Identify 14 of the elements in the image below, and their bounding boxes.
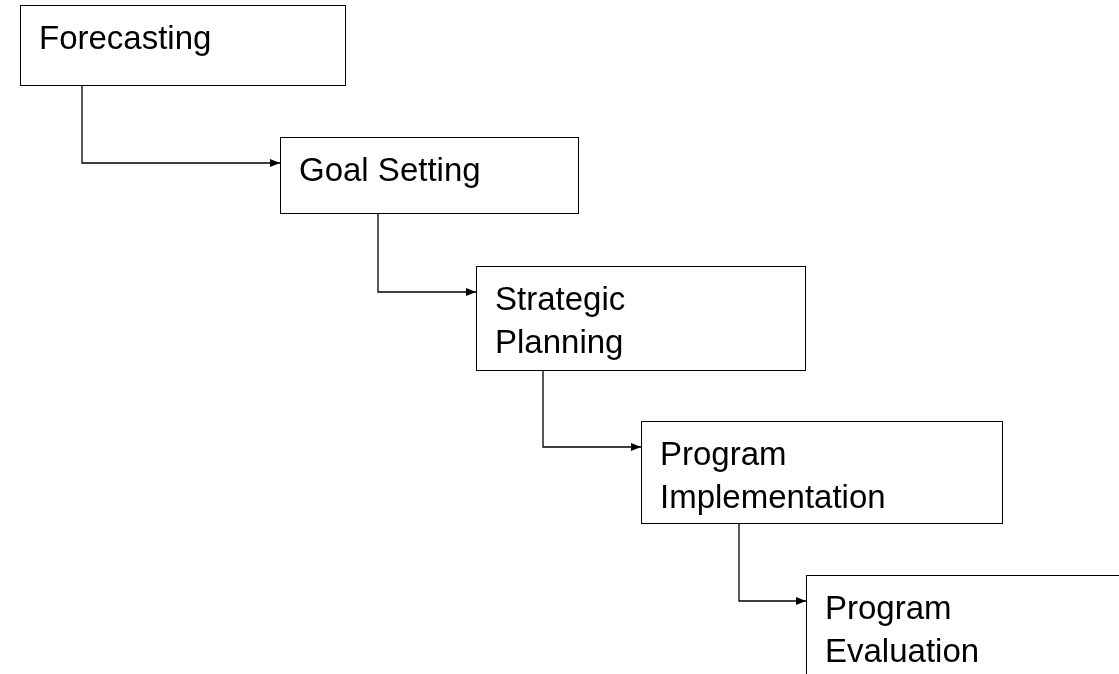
process-box xyxy=(20,5,346,86)
step-label: Program Implementation xyxy=(660,434,887,517)
process-box xyxy=(806,575,1119,674)
step-label: Program Evaluation xyxy=(825,588,981,671)
arrow xyxy=(81,85,281,167)
process-box xyxy=(476,266,806,371)
process-box xyxy=(280,137,579,214)
arrow xyxy=(738,523,807,605)
process-box xyxy=(641,421,1003,524)
step-label: Goal Setting xyxy=(299,150,482,190)
step-label: Strategic Planning xyxy=(495,279,627,362)
step-label: Forecasting xyxy=(39,18,213,58)
arrow xyxy=(542,370,642,451)
arrow xyxy=(377,213,477,296)
